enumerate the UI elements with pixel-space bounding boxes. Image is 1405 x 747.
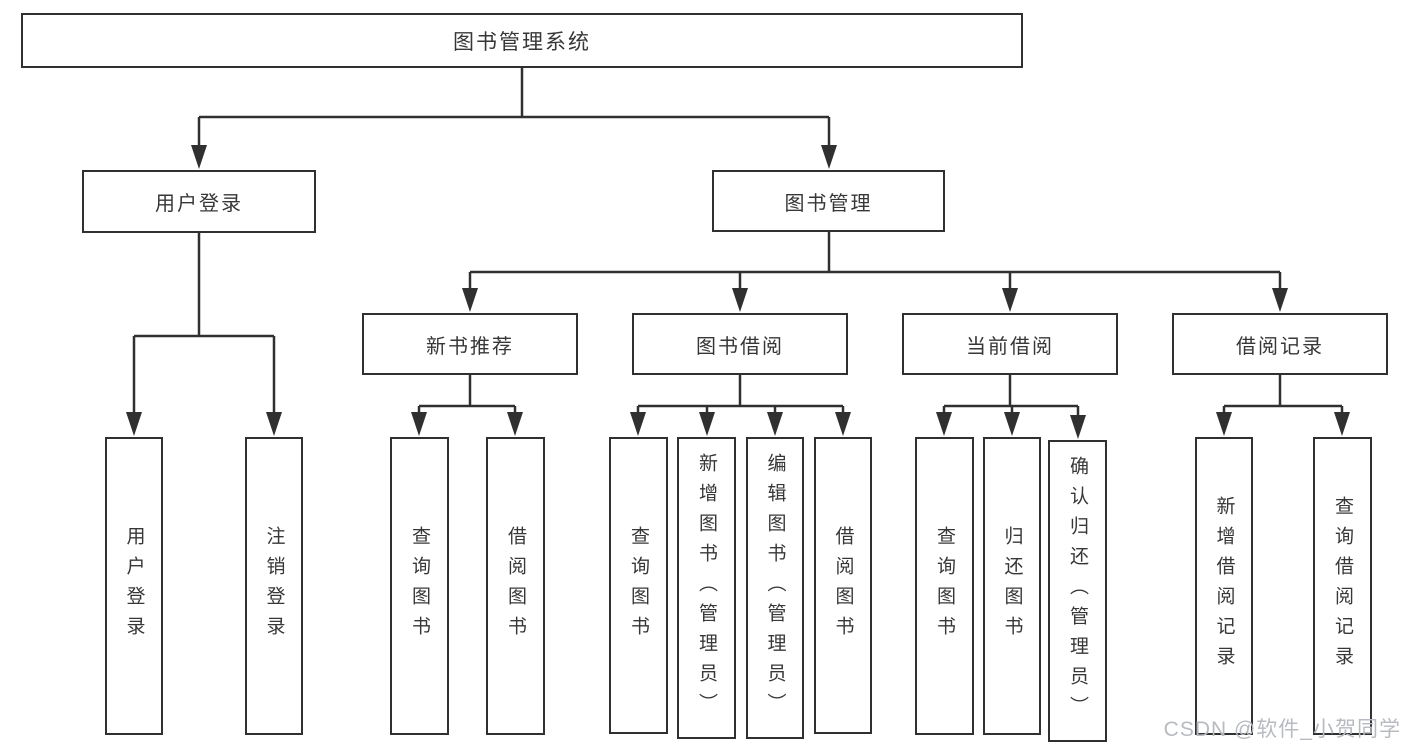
node-borrowing-records: 借阅记录 (1172, 313, 1388, 375)
node-book-borrowing-label: 图书借阅 (696, 335, 784, 358)
leaf-rec-query-books-label: 查询图书 (409, 526, 430, 646)
leaf-edit-books-admin-label: 编辑图书（管理员） (764, 453, 786, 723)
leaf-query-borrow-record: 查询借阅记录 (1313, 437, 1372, 735)
node-root-label: 图书管理系统 (453, 30, 591, 54)
leaf-logout: 注销登录 (245, 437, 303, 735)
node-current-borrowing-label: 当前借阅 (966, 335, 1054, 358)
leaf-add-borrow-record: 新增借阅记录 (1195, 437, 1253, 735)
csdn-watermark: CSDN @软件_小贺同学 (1163, 718, 1401, 741)
node-book-management: 图书管理 (712, 170, 945, 232)
leaf-current-query-books-label: 查询图书 (934, 526, 955, 646)
leaf-borrow-books-label: 借阅图书 (832, 525, 854, 646)
leaf-add-books-admin: 新增图书（管理员） (677, 437, 736, 739)
leaf-return-books-label: 归还图书 (1001, 526, 1023, 646)
leaf-return-books: 归还图书 (983, 437, 1041, 735)
leaf-confirm-return-admin-label: 确认归还（管理员） (1067, 456, 1088, 726)
leaf-rec-borrow-books: 借阅图书 (486, 437, 545, 735)
node-root-system: 图书管理系统 (21, 13, 1023, 68)
leaf-confirm-return-admin: 确认归还（管理员） (1048, 440, 1107, 742)
leaf-borrow-query-books: 查询图书 (609, 437, 668, 734)
leaf-logout-label: 注销登录 (263, 526, 285, 646)
leaf-borrow-query-books-label: 查询图书 (628, 525, 649, 646)
leaf-current-query-books: 查询图书 (915, 437, 974, 735)
node-user-login-group: 用户登录 (82, 170, 316, 233)
node-book-borrowing: 图书借阅 (632, 313, 848, 375)
leaf-borrow-books: 借阅图书 (814, 437, 872, 734)
node-current-borrowing: 当前借阅 (902, 313, 1118, 375)
node-new-book-recommendation: 新书推荐 (362, 313, 578, 375)
leaf-edit-books-admin: 编辑图书（管理员） (746, 437, 804, 739)
leaf-user-login-label: 用户登录 (123, 526, 145, 646)
node-book-management-label: 图书管理 (784, 192, 873, 215)
arrowhead-icons (126, 145, 1350, 439)
leaf-query-borrow-record-label: 查询借阅记录 (1332, 496, 1353, 676)
leaf-rec-borrow-books-label: 借阅图书 (505, 526, 526, 646)
leaf-add-books-admin-label: 新增图书（管理员） (696, 453, 717, 723)
node-new-book-recommendation-label: 新书推荐 (426, 335, 514, 358)
leaf-add-borrow-record-label: 新增借阅记录 (1213, 496, 1235, 676)
leaf-user-login: 用户登录 (105, 437, 163, 735)
leaf-rec-query-books: 查询图书 (390, 437, 449, 735)
node-borrowing-records-label: 借阅记录 (1236, 335, 1324, 358)
node-user-login-group-label: 用户登录 (155, 193, 243, 215)
